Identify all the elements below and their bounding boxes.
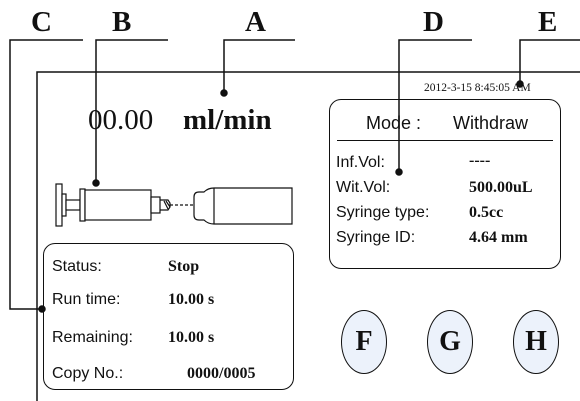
mode-value: Withdraw [453, 113, 529, 133]
callout-label-e: E [538, 6, 558, 38]
callout-label-b: B [112, 6, 132, 38]
callout-label-a: A [245, 6, 266, 38]
wit-vol-value: 500.00uL [469, 179, 533, 196]
run-time-label: Run time: [52, 291, 121, 308]
leader-e-dot [516, 80, 524, 88]
callout-label-d: D [423, 6, 444, 38]
leader-d-dot [395, 168, 403, 176]
syringe-id-value: 4.64 mm [469, 229, 528, 246]
flow-rate-unit: ml/min [183, 104, 272, 136]
leader-e [519, 39, 580, 84]
remaining-label: Remaining: [52, 329, 133, 346]
run-time-value: 10.00 s [168, 291, 215, 308]
copy-no-value: 0000/0005 [187, 365, 256, 382]
mode-panel: Mode : Withdraw Inf.Vol: ---- Wit.Vol: 5… [329, 99, 561, 269]
leader-a [223, 39, 295, 93]
status-panel: Status: Stop Run time: 10.00 s Remaining… [43, 243, 294, 390]
inf-vol-label: Inf.Vol: [336, 154, 385, 171]
syringe-type-value: 0.5cc [469, 204, 504, 221]
soft-button-h[interactable]: H [513, 310, 559, 374]
wit-vol-label: Wit.Vol: [336, 179, 391, 196]
mode-label: Mode : [366, 113, 422, 133]
status-label: Status: [52, 258, 102, 275]
timestamp: 2012-3-15 8:45:05 AM [424, 82, 531, 94]
leader-b-dot [92, 179, 100, 187]
remaining-value: 10.00 s [168, 329, 215, 346]
mode-divider [337, 140, 553, 141]
syringe-type-label: Syringe type: [336, 204, 430, 221]
inf-vol-value: ---- [469, 152, 491, 169]
leader-d [398, 39, 472, 172]
syringe-id-label: Syringe ID: [336, 229, 416, 246]
soft-button-f[interactable]: F [341, 310, 387, 374]
copy-no-label: Copy No.: [52, 365, 124, 382]
callout-label-c: C [31, 6, 52, 38]
flow-rate-value: 00.00 [88, 104, 154, 136]
leader-b [95, 39, 168, 183]
soft-button-g[interactable]: G [427, 310, 473, 374]
status-value: Stop [168, 258, 200, 275]
leader-c [9, 39, 83, 310]
syringe-pump-icon [55, 183, 293, 227]
leader-a-dot [220, 89, 228, 97]
screen-border [36, 71, 580, 401]
